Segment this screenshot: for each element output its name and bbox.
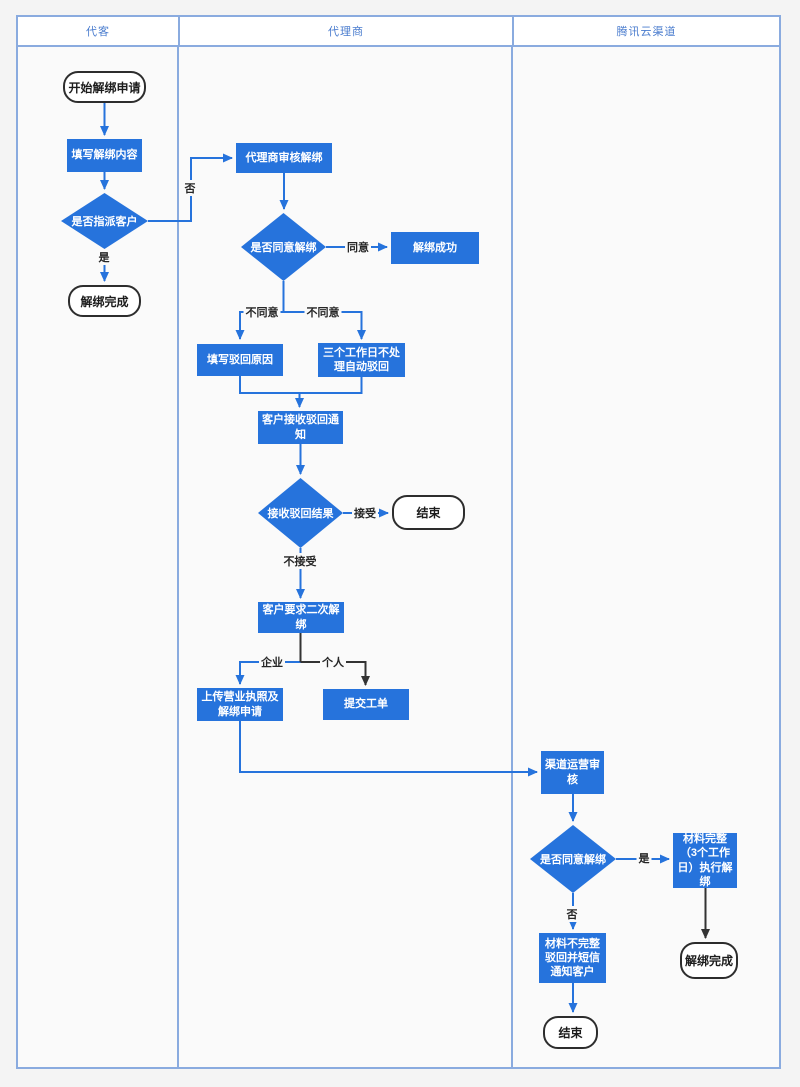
swimlane-frame: [16, 15, 781, 1069]
node-second-unbind-request: 客户要求二次解绑: [258, 602, 344, 633]
edge-label-not-accept: 不接受: [281, 553, 319, 569]
edge-label-no-assign: 否: [182, 180, 198, 196]
node-submit-ticket: 提交工单: [323, 689, 409, 720]
lane-header-customer: 代客: [18, 17, 180, 45]
node-fill-reject-reason: 填写驳回原因: [197, 344, 283, 376]
node-unbind-done-customer: 解绑完成: [68, 285, 141, 317]
node-channel-review: 渠道运营审核: [541, 751, 604, 794]
node-material-incomplete: 材料不完整驳回并短信通知客户: [539, 933, 606, 983]
node-end-channel: 结束: [543, 1016, 598, 1049]
lane-divider-1: [177, 47, 179, 1069]
node-fill-unbind-content: 填写解绑内容: [67, 139, 142, 172]
edge-label-agree: 同意: [345, 239, 371, 255]
edge-label-disagree-left: 不同意: [243, 304, 281, 320]
edge-label-accept: 接受: [352, 505, 378, 521]
swimlane-header: 代客 代理商 腾讯云渠道: [16, 15, 781, 47]
node-agent-review: 代理商审核解绑: [236, 143, 332, 173]
connector-merge: [239, 376, 363, 394]
edge-label-yes-assign: 是: [96, 249, 112, 265]
node-start-terminator: 开始解绑申请: [63, 71, 146, 103]
lane-header-agent: 代理商: [180, 17, 514, 45]
node-unbind-success: 解绑成功: [391, 232, 479, 264]
node-receive-reject-notice: 客户接收驳回通知: [258, 411, 343, 444]
node-auto-reject: 三个工作日不处理自动驳回: [318, 343, 405, 377]
node-end-agent: 结束: [392, 495, 465, 530]
connector-upload-to-channel: [239, 721, 538, 777]
lane-header-tencent-channel: 腾讯云渠道: [616, 26, 677, 38]
edge-label-enterprise: 企业: [259, 654, 285, 670]
edge-label-disagree-right: 不同意: [304, 304, 342, 320]
edge-label-no-channel: 否: [564, 906, 580, 922]
node-upload-license: 上传营业执照及解绑申请: [197, 688, 283, 721]
edge-label-yes-channel: 是: [636, 850, 652, 866]
node-material-complete: 材料完整（3个工作日）执行解绑: [673, 833, 737, 888]
edge-label-personal: 个人: [320, 654, 346, 670]
lane-divider-2: [511, 47, 513, 1069]
node-unbind-done-channel: 解绑完成: [680, 942, 738, 979]
